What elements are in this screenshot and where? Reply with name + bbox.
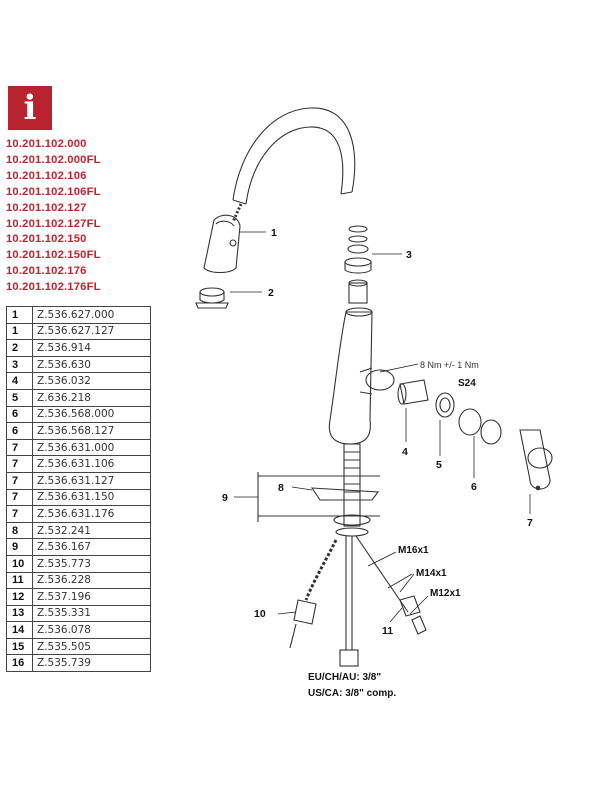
model-number: 10.201.102.150 — [6, 233, 87, 246]
lever-handle — [519, 429, 551, 490]
seal-rings — [344, 225, 372, 274]
connection-eu: EU/CH/AU: 3/8" — [308, 672, 382, 683]
part-number: 16 — [6, 654, 33, 673]
part-code: Z.536.568.000 — [32, 405, 151, 424]
threaded-shank — [343, 443, 361, 527]
callout-9: 9 — [222, 492, 228, 504]
part-code: Z.536.078 — [32, 621, 151, 639]
model-number: 10.201.102.000 — [6, 138, 87, 150]
thread-adapter — [399, 595, 421, 617]
thread-m16: M16x1 — [398, 545, 429, 556]
model-number: 10.201.102.176 — [6, 265, 87, 278]
torque-note: 8 Nm +/- 1 Nm — [420, 360, 479, 370]
body-side-outlet — [365, 369, 395, 391]
thread-m14: M14x1 — [416, 568, 447, 579]
cartridge-nut — [435, 392, 455, 418]
callout-2: 2 — [268, 287, 274, 299]
part-code: Z.536.631.000 — [32, 438, 151, 457]
callout-5: 5 — [436, 459, 442, 471]
connection-us: US/CA: 3/8" comp. — [308, 688, 397, 699]
thread-m12: M12x1 — [430, 588, 461, 599]
mounting-bracket — [310, 487, 380, 501]
cover-cap — [458, 408, 482, 436]
braided-hose — [304, 539, 338, 601]
part-code: Z.536.228 — [32, 571, 151, 590]
part-code: Z.536.627.000 — [32, 306, 151, 324]
spray-head — [203, 214, 241, 274]
part-code: Z.536.631.127 — [32, 471, 151, 490]
model-number: 10.201.102.106FL — [6, 185, 101, 198]
part-number: 12 — [6, 588, 33, 606]
model-number: 10.201.102.150FL — [6, 249, 101, 262]
spout-arc — [232, 107, 356, 201]
cartridge — [399, 379, 429, 405]
aerator — [199, 287, 225, 297]
callout-8: 8 — [278, 482, 284, 494]
model-number: 10.201.102.127 — [6, 201, 87, 214]
callout-6: 6 — [471, 481, 477, 493]
callout-10: 10 — [254, 608, 266, 620]
callout-4: 4 — [402, 446, 408, 458]
part-code: Z.537.196 — [32, 588, 151, 606]
part-code: Z.535.739 — [32, 654, 151, 673]
wrench-size: S24 — [458, 378, 476, 389]
spout-connector — [348, 282, 368, 304]
hose-coil — [231, 203, 243, 223]
part-code: Z.536.032 — [32, 372, 151, 390]
faucet-body — [328, 311, 373, 445]
model-number: 10.201.102.127FL — [6, 217, 101, 230]
mounting-washer — [333, 514, 371, 526]
callout-3: 3 — [406, 249, 412, 261]
callout-7: 7 — [527, 517, 533, 529]
callout-11: 11 — [382, 625, 393, 637]
callout-1: 1 — [271, 227, 277, 239]
model-number-list: 10.201.102.000 10.201.102.000FL 10.201.1… — [6, 137, 101, 296]
info-icon: i — [8, 86, 52, 130]
part-code: Z.536.568.127 — [32, 422, 151, 440]
part-code: Z.536.914 — [32, 339, 151, 357]
supply-line-right — [355, 535, 409, 613]
model-number: 10.201.102.106 — [6, 169, 87, 182]
model-number: 10.201.102.176FL — [6, 281, 101, 294]
model-number: 10.201.102.000FL — [6, 153, 101, 166]
